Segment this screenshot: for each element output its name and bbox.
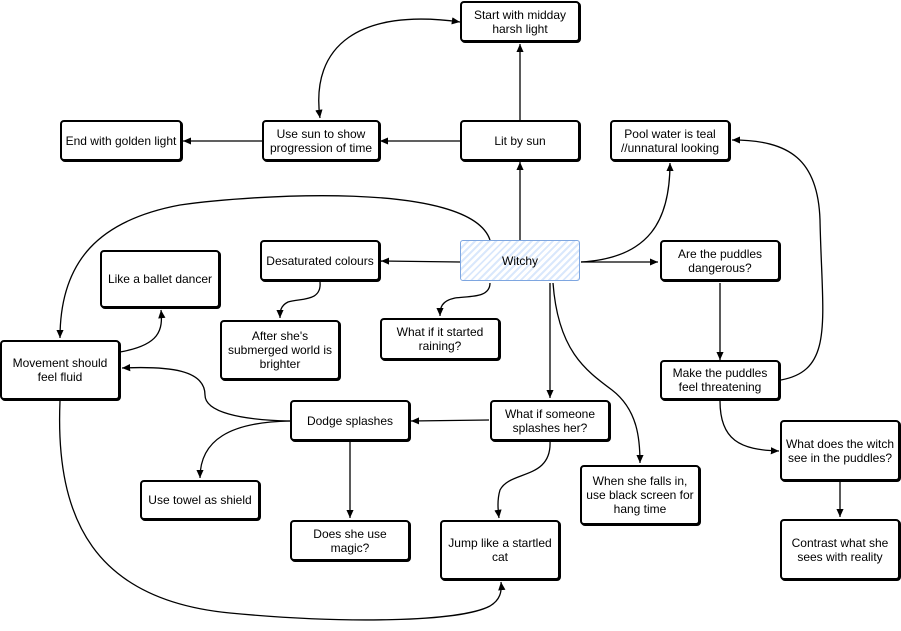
edge-desaturated-submerged (276, 281, 321, 319)
node-started-raining[interactable]: What if it started raining? (380, 318, 500, 360)
node-black-screen[interactable]: When she falls in, use black screen for … (580, 465, 700, 525)
node-submerged-brighter[interactable]: After she's submerged world is brighter (220, 320, 340, 380)
node-towel-shield[interactable]: Use towel as shield (140, 480, 260, 520)
node-someone-splashes[interactable]: What if someone splashes her? (490, 400, 610, 441)
node-puddles-dangerous[interactable]: Are the puddles dangerous? (660, 240, 780, 281)
edge-someone-dodge (410, 417, 490, 425)
edge-dodge-towel (196, 420, 291, 479)
edge-midday-progression (315, 17, 461, 119)
node-use-magic[interactable]: Does she use magic? (290, 520, 410, 561)
node-puddles-threatening[interactable]: Make the puddles feel threatening (660, 360, 780, 400)
edge-witchy-raining (436, 282, 491, 317)
node-ballet-dancer[interactable]: Like a ballet dancer (100, 250, 220, 308)
node-golden-light[interactable]: End with golden light (60, 120, 182, 161)
node-dodge-splashes[interactable]: Dodge splashes (290, 400, 410, 441)
edge-threatening-pool (731, 136, 824, 381)
edge-threatening-witch-sees (719, 400, 780, 455)
node-start-midday[interactable]: Start with midday harsh light (460, 1, 580, 42)
edge-someone-cat (494, 440, 551, 519)
node-movement-fluid[interactable]: Movement should feel fluid (0, 340, 120, 400)
node-sun-progression[interactable]: Use sun to show progression of time (262, 120, 380, 161)
node-startled-cat[interactable]: Jump like a startled cat (440, 520, 560, 580)
node-witchy[interactable]: Witchy (460, 240, 580, 281)
edge-witchy-pool (580, 162, 674, 263)
edge-witchy-desaturated (380, 257, 461, 265)
node-desaturated[interactable]: Desaturated colours (260, 240, 380, 281)
edge-dodge-movement (121, 364, 291, 422)
edge-witchy-black-screen (552, 282, 644, 464)
node-pool-water[interactable]: Pool water is teal //unnatural looking (610, 120, 730, 161)
node-contrast-reality[interactable]: Contrast what she sees with reality (780, 519, 900, 580)
edge-witchy-movement (56, 195, 491, 339)
edge-movement-ballet (119, 309, 166, 353)
node-lit-by-sun[interactable]: Lit by sun (460, 120, 580, 161)
node-witch-sees[interactable]: What does the witch see in the puddles? (780, 420, 900, 481)
edge-movement-cat (58, 400, 506, 621)
